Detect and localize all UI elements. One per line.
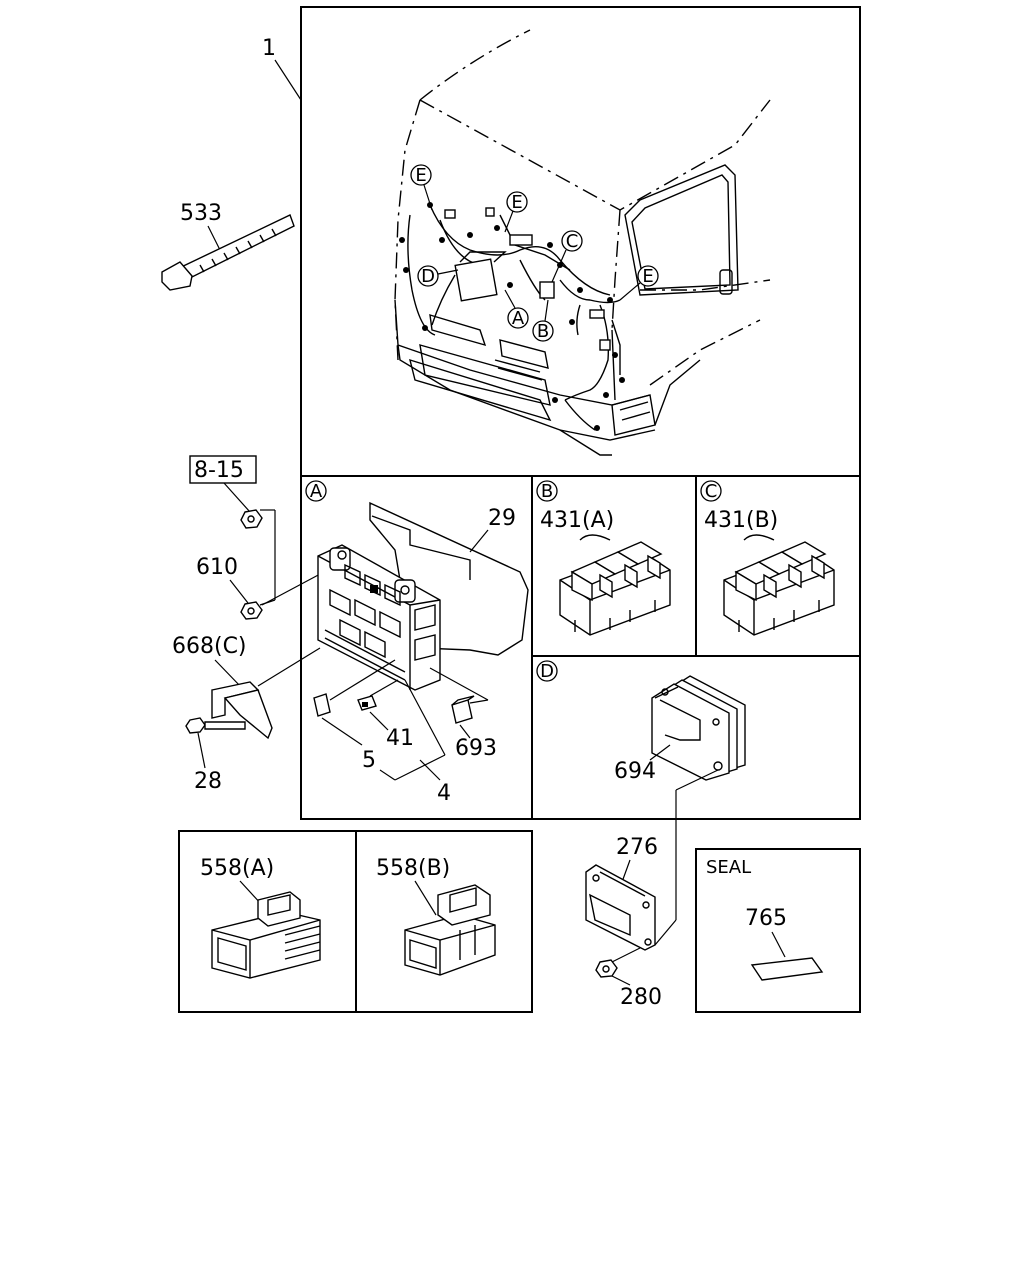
callout-e-right: E (619, 265, 659, 301)
detail-b-badge (536, 480, 558, 502)
callout-d-cab: D (417, 265, 459, 287)
detail-b-badge-text: B (541, 481, 553, 502)
control-unit-694 (651, 675, 746, 781)
callout-e-left: E (410, 164, 433, 211)
seal-765 (750, 957, 824, 981)
connector-558a: 558(A) (200, 856, 321, 979)
fuse-41 (357, 679, 399, 711)
detail-d-badge-text: D (540, 661, 554, 682)
ref-8-15: 8-15 (189, 455, 276, 606)
part-533-label: 533 (180, 201, 222, 226)
seal-panel (695, 848, 861, 1013)
cab-callouts: E E C D E A B (410, 164, 659, 342)
part-431a-label: 431(A) (540, 508, 614, 533)
cable-tie-533: 533 (161, 201, 295, 291)
nut-280: 280 (595, 947, 662, 1010)
relay-block-431a (559, 534, 671, 636)
detail-a: A 29 (305, 480, 529, 806)
fuse-box (317, 544, 441, 691)
callout-a-cab-text: A (512, 308, 525, 329)
part-1-label: 1 (262, 36, 276, 61)
part-29-label: 29 (488, 506, 516, 531)
relay-693 (429, 667, 489, 724)
seal-box: SEAL 765 (706, 857, 824, 981)
part-558b-label: 558(B) (376, 856, 450, 881)
part-431b-label: 431(B) (704, 508, 778, 533)
part-558a-label: 558(A) (200, 856, 274, 881)
detail-c-badge (700, 480, 722, 502)
part-8-15-label: 8-15 (194, 458, 244, 483)
detail-c: C 431(B) (700, 480, 835, 636)
part-694-label: 694 (614, 759, 656, 784)
part-28-label: 28 (194, 769, 222, 794)
fuse-5 (313, 659, 396, 717)
detail-c-badge-text: C (705, 481, 718, 502)
callout-e-right-text: E (642, 266, 653, 287)
seal-title: SEAL (706, 857, 751, 878)
part-280-label: 280 (620, 985, 662, 1010)
part-5-label: 5 (362, 748, 376, 773)
part-765-label: 765 (745, 906, 787, 931)
cab-illustration (394, 29, 771, 456)
bolt-28: 28 (185, 717, 246, 794)
callout-c-cab: C (551, 230, 583, 283)
callout-e-middle-text: E (511, 192, 522, 213)
part-41-label: 41 (386, 726, 414, 751)
detail-d: D 694 (536, 660, 746, 920)
detail-d-panel (531, 655, 861, 820)
detail-b: B 431(A) (536, 480, 671, 636)
callout-a-cab: A (504, 289, 529, 329)
relay-block-431b (723, 534, 835, 636)
callout-d-cab-text: D (421, 266, 435, 287)
part-276-label: 276 (616, 835, 658, 860)
part-693-label: 693 (455, 736, 497, 761)
panel-frames (178, 6, 861, 1013)
part-1-leader (274, 59, 302, 101)
bracket-668c: 668(C) (172, 634, 321, 740)
nut-610: 610 (196, 555, 323, 620)
callout-b-cab: B (532, 299, 554, 342)
connector-558b: 558(B) (376, 856, 496, 976)
detail-a-badge-text: A (310, 481, 323, 502)
callout-e-middle: E (504, 191, 528, 233)
callout-b-cab-text: B (537, 321, 549, 342)
detail-a-badge (305, 480, 327, 502)
bracket-276: 276 (585, 835, 677, 951)
part-4-label: 4 (437, 781, 451, 806)
detail-d-badge (536, 660, 558, 682)
part-610-label: 610 (196, 555, 238, 580)
part-668c-label: 668(C) (172, 634, 247, 659)
callout-e-left-text: E (415, 165, 426, 186)
callout-c-cab-text: C (566, 231, 579, 252)
